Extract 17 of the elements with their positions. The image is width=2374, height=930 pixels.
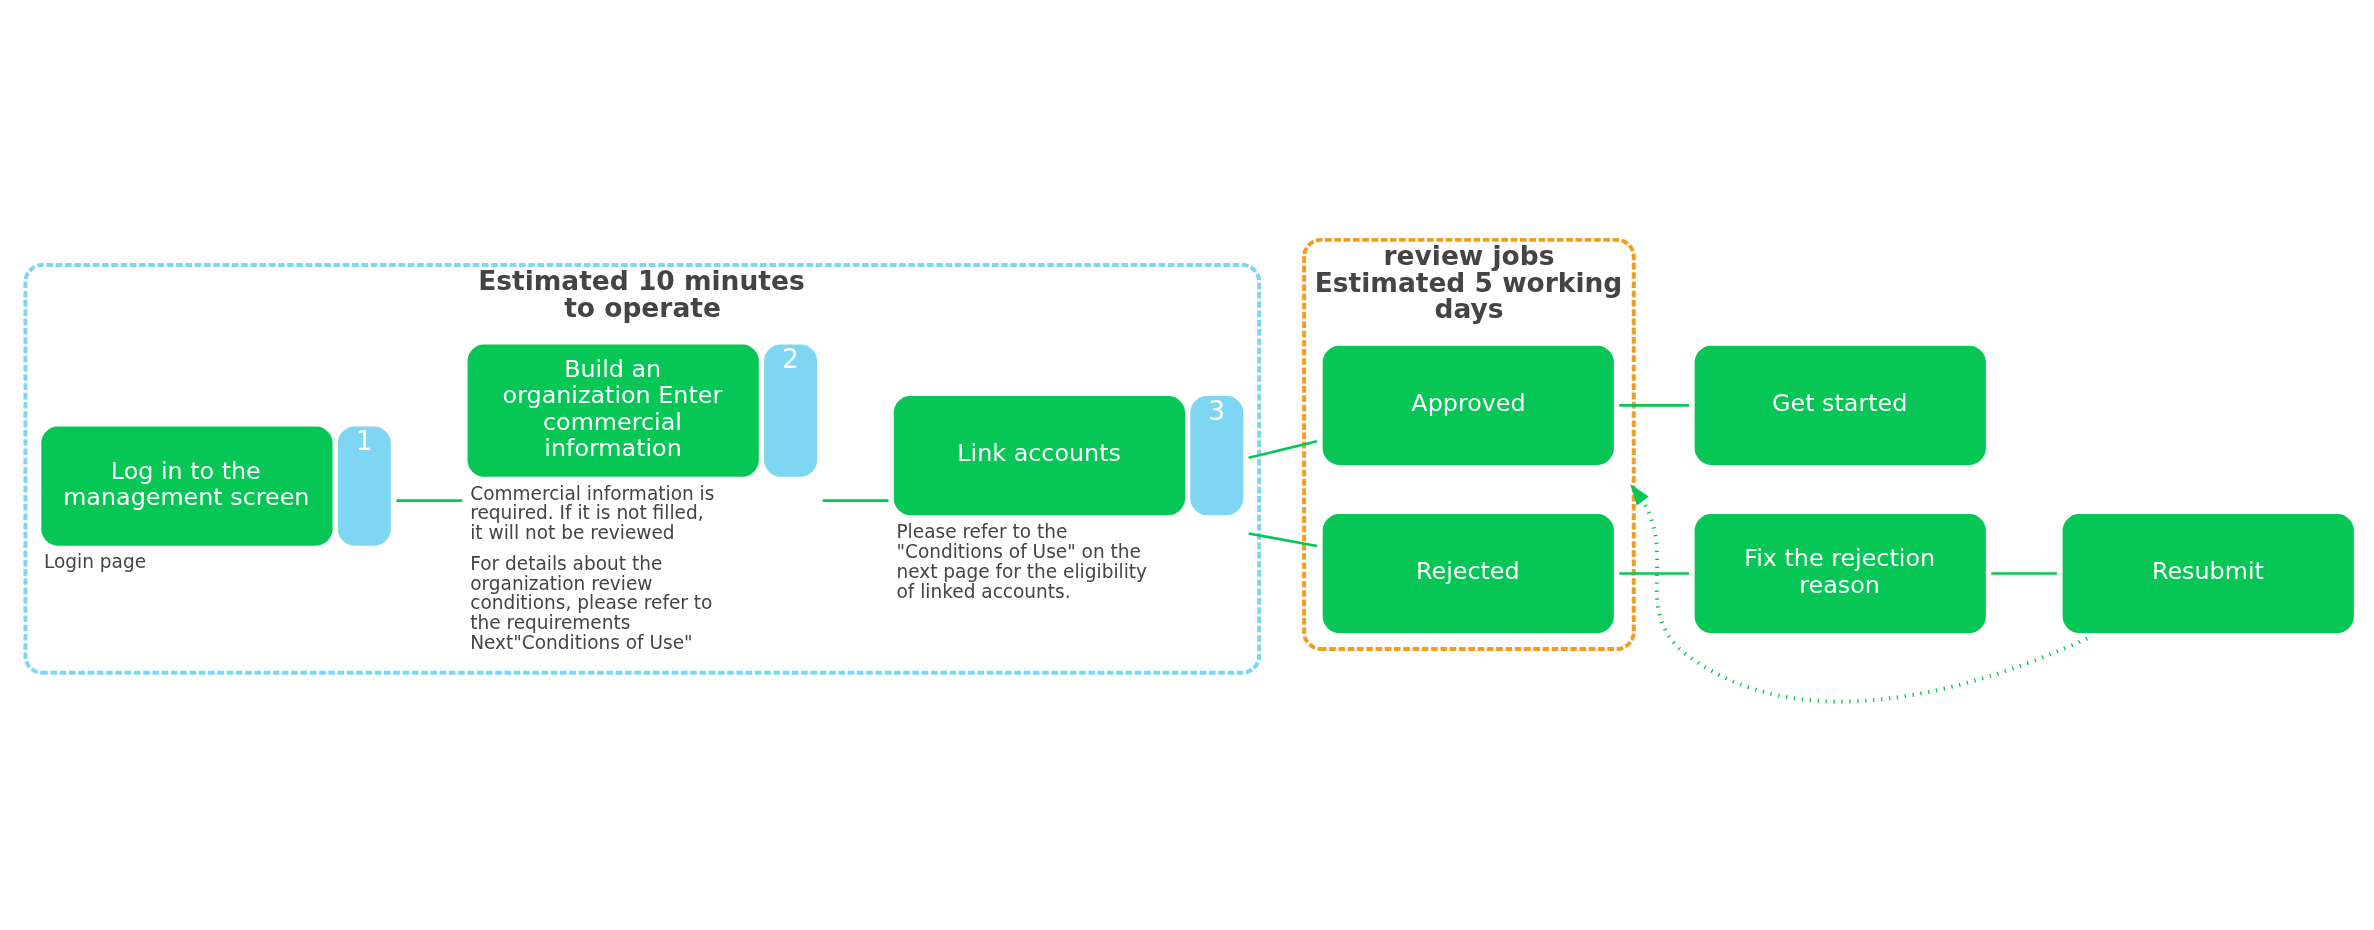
connector bbox=[1248, 439, 1318, 459]
connector bbox=[1991, 571, 2057, 575]
connector bbox=[1619, 403, 1690, 407]
node-box: Resubmit bbox=[2062, 513, 2354, 633]
node-box: Fix the rejection reason bbox=[1694, 513, 1986, 633]
node-label: For details about the organization review conditions, please refer to the requirements Next"Conditions of Use" bbox=[470, 552, 713, 653]
node-box: Get started bbox=[1694, 345, 1986, 465]
node-label: Commercial information is required. If it is not filled, it will not be reviewed bbox=[470, 482, 715, 543]
connector bbox=[1248, 531, 1318, 547]
connector bbox=[822, 498, 889, 502]
node-box: Approved bbox=[1322, 345, 1614, 465]
arrow bbox=[1630, 483, 2088, 703]
node-label: Login page bbox=[43, 550, 147, 572]
node-label: Please refer to the "Conditions of Use" on the next page for the eligibility of linked accounts. bbox=[896, 520, 1148, 602]
connector bbox=[396, 498, 463, 502]
node-box: Rejected bbox=[1322, 513, 1614, 633]
connector bbox=[1619, 571, 1690, 575]
